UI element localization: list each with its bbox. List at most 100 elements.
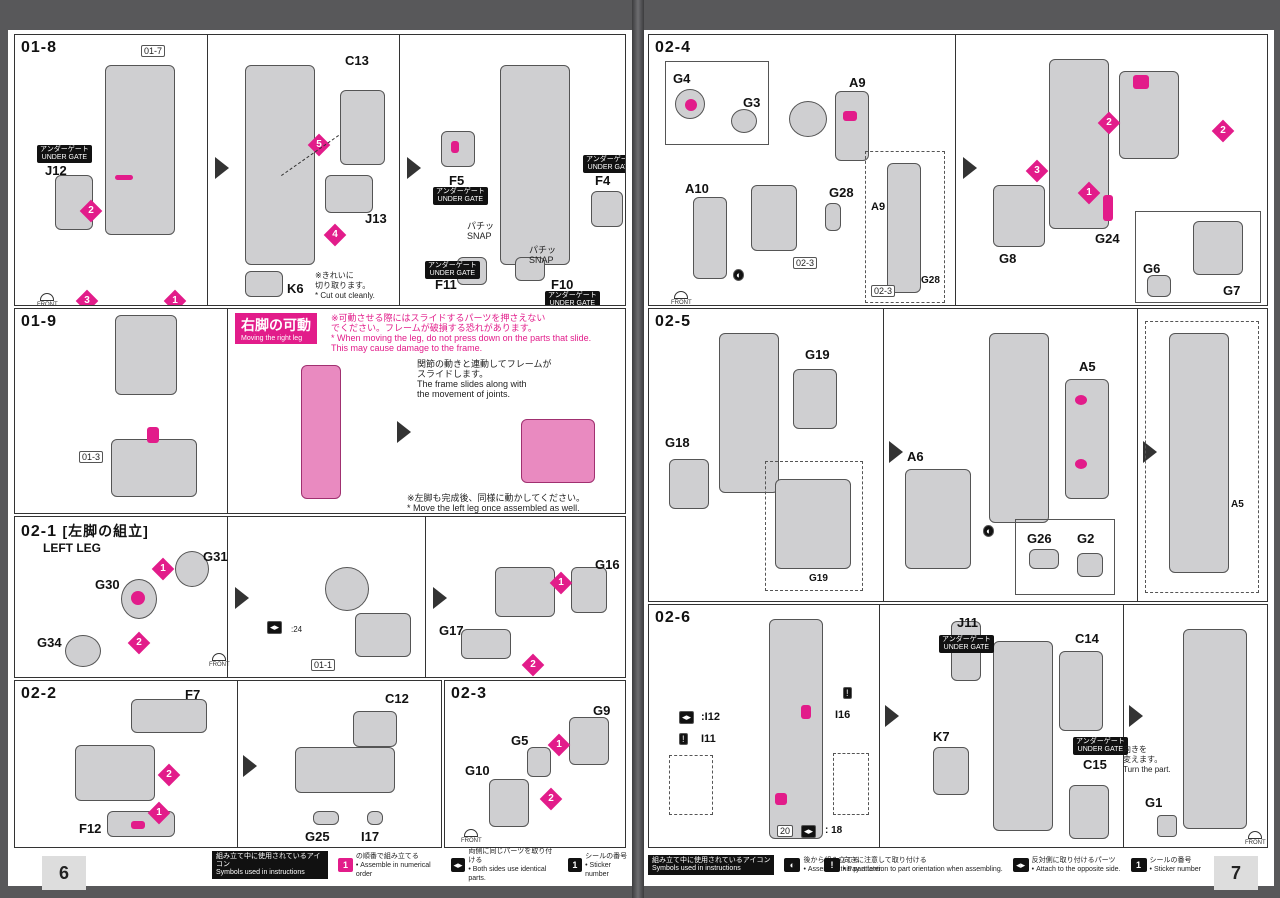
c13-part [340,90,385,165]
c14-part [1059,651,1103,731]
part-label-f11: F11 [435,277,457,292]
part-label-g2: G2 [1077,531,1094,546]
pink-leg-frame [301,365,341,499]
g34-part [65,635,101,667]
a6-part [905,469,971,569]
part-label-f4: F4 [595,173,610,188]
g3-part [731,109,757,133]
ref-label: 01-7 [141,45,165,57]
foot-part [355,613,411,657]
g18-part [669,459,709,509]
leg-part [500,65,570,265]
step-02-1: 02-1 [左脚の組立] LEFT LEG G31 G30 G34 1 2 FR… [14,516,626,678]
order-1-icon: 1 [550,572,573,595]
part-label-i17: I17 [361,829,379,844]
order-4-icon: 4 [324,224,347,247]
a9-part [835,91,869,161]
leg-frame [1049,59,1109,229]
order-2-icon: 2 [158,764,181,787]
part-label-j13: J13 [365,211,387,226]
sub-assembly-box [833,753,869,815]
step-arrow-icon [235,587,249,609]
order-2-icon: 2 [1098,112,1121,135]
step-label: 01-8 [21,39,57,57]
legend-order: 1の順番で組み立てる• Assemble in numerical order [338,852,440,879]
step-arrow-icon [433,587,447,609]
ref-label: 01-1 [311,659,335,671]
page-number-left: 6 [42,856,86,890]
step-02-2: 02-2 F7 F12 2 1 C12 G25 I17 [14,680,442,848]
book-spine [632,0,644,898]
step-arrow-icon [243,755,257,777]
part-label-k6: K6 [287,281,304,296]
a5-part [1065,379,1109,499]
part-label-a9: A9 [849,75,866,90]
i17-part [367,811,383,825]
part-label-g19: G19 [805,347,830,362]
part-label-c15: C15 [1083,757,1107,772]
g28-part [825,203,841,231]
step-label: 02-5 [655,313,691,331]
part-label-a10: A10 [685,181,709,196]
step-label: 01-9 [21,313,57,331]
part-label-g9: G9 [593,703,610,718]
order-2-icon: 2 [128,632,151,655]
front-icon: FRONT [209,653,230,669]
g10-part [489,779,529,827]
order-3-icon: 3 [1026,160,1049,183]
order-2-icon: 2 [540,788,563,811]
g7-part [1193,221,1243,275]
g2-part [1077,553,1103,577]
k6-part [245,271,283,297]
g19-part [793,369,837,429]
g25-part [313,811,339,825]
sub-assembly-box [669,755,713,815]
joint-part [325,567,369,611]
f7-part [131,699,207,733]
opposite-side-icon: ◂▸ [679,711,694,724]
part-label-g5: G5 [511,733,528,748]
step-02-6: 02-6 ◂▸ :I12 ! I11 ! I16 20 ◂▸ : 18 J11 … [648,604,1268,848]
part-label-g30: G30 [95,577,120,592]
part-label-g24: G24 [1095,231,1120,246]
order-1-icon: 1 [164,290,187,306]
front-icon: FRONT [671,291,692,306]
part-label-f7: F7 [185,687,200,702]
part-label-g3: G3 [743,95,760,110]
g5-part [527,747,551,777]
g17-part [461,629,511,659]
legend-both-sides: ◂▸両側に同じパーツを取り付ける• Both sides use identic… [451,847,558,883]
step-02-5: 02-5 G19 G18 G19 A5 A6 ◐ G26 G2 A5 [648,308,1268,602]
leg-part [115,315,177,395]
opposite-side-icon: ◂▸ [801,825,816,838]
part-label-c14: C14 [1075,631,1099,646]
part-label-f10: F10 [551,277,573,292]
j13-part [325,175,373,213]
assemble-later-icon: ◐ [733,269,744,281]
g16-part [571,567,607,613]
ref-label: 02-3 [793,257,817,269]
part-label-g1: G1 [1145,795,1162,810]
step-arrow-icon [407,157,421,179]
part-label-g7: G7 [1223,283,1240,298]
order-2-icon: 2 [80,200,103,223]
cut-note: ※きれいに切り取ります。* Cut out cleanly. [315,271,375,301]
step-arrow-icon [215,157,229,179]
assembled-part [495,567,555,617]
part-label-g26: G26 [1027,531,1052,546]
step-label: 02-3 [451,685,487,703]
icon-legend-row: !向きに注意して取り付ける• Pay attention to part ori… [824,848,1201,882]
assembled-leg [1169,333,1229,573]
part-label-g19-sub: G19 [809,573,828,584]
